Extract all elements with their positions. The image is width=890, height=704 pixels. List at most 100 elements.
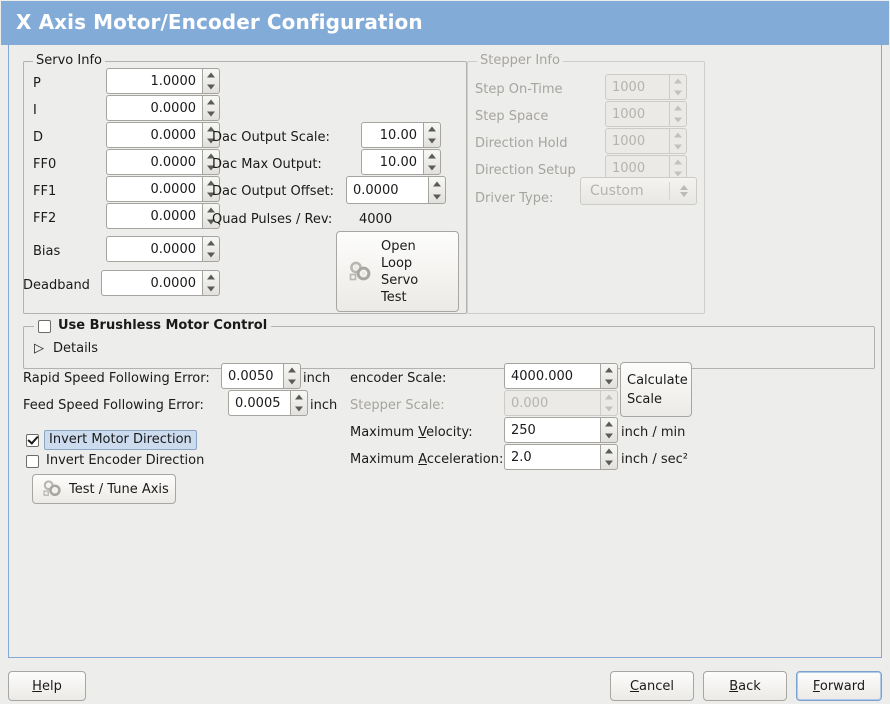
help-button[interactable]: Help	[8, 671, 86, 701]
spin-bias-stepper[interactable]	[202, 236, 220, 262]
spin-encoder-scale[interactable]: 4000.000	[504, 363, 618, 389]
spin-deadband[interactable]: 0.0000	[101, 270, 220, 296]
spin-encoder-scale-down[interactable]	[601, 376, 617, 388]
forward-label-post: orward	[819, 678, 866, 694]
open-loop-servo-test-button[interactable]: Open Loop Servo Test	[336, 231, 459, 312]
spin-maximum-velocity-value[interactable]: 250	[504, 417, 600, 443]
spin-d-stepper[interactable]	[202, 122, 220, 148]
spin-p-down[interactable]	[203, 81, 219, 93]
spin-i-value[interactable]: 0.0000	[106, 95, 202, 121]
details-expander[interactable]: Details	[34, 339, 98, 359]
invert-encoder-checkbox-box[interactable]	[26, 454, 39, 468]
spin-dac-output-offset-down[interactable]	[429, 190, 445, 203]
spin-ff1-stepper[interactable]	[202, 176, 220, 202]
spin-dac-max-output-stepper[interactable]	[423, 149, 441, 175]
forward-button[interactable]: Forward	[796, 671, 882, 701]
spin-max-accel-up[interactable]	[601, 445, 617, 457]
spin-rapid-up[interactable]	[284, 364, 300, 376]
spin-rapid-down[interactable]	[284, 376, 300, 388]
spin-dac-output-scale[interactable]: 10.00	[361, 122, 441, 148]
spin-ff1-value[interactable]: 0.0000	[106, 176, 202, 202]
spin-d[interactable]: 0.0000	[106, 122, 220, 148]
spin-dac-output-scale-up[interactable]	[424, 123, 440, 135]
spin-max-velocity-up[interactable]	[601, 418, 617, 430]
invert-encoder-checkbox-label: Invert Encoder Direction	[46, 453, 205, 468]
spin-maximum-velocity[interactable]: 250	[504, 417, 618, 443]
invert-motor-checkbox-box[interactable]	[26, 433, 39, 447]
spin-encoder-scale-value[interactable]: 4000.000	[504, 363, 600, 389]
spin-rapid-following-error-stepper[interactable]	[283, 363, 301, 389]
spin-d-value[interactable]: 0.0000	[106, 122, 202, 148]
spin-dac-output-scale-value[interactable]: 10.00	[361, 122, 423, 148]
invert-encoder-direction-checkbox[interactable]: Invert Encoder Direction	[26, 453, 204, 469]
title-bar: X Axis Motor/Encoder Configuration	[1, 1, 889, 45]
calculate-scale-button[interactable]: Calculate Scale	[620, 362, 692, 417]
spin-dac-max-output-value[interactable]: 10.00	[361, 149, 423, 175]
spin-rapid-following-error[interactable]: 0.0050	[221, 363, 301, 389]
spin-dac-output-scale-down[interactable]	[424, 135, 440, 147]
spin-ff1[interactable]: 0.0000	[106, 176, 220, 202]
spin-max-accel-down[interactable]	[601, 457, 617, 469]
spin-dac-max-output-up[interactable]	[424, 150, 440, 162]
spin-bias-down[interactable]	[203, 249, 219, 261]
spin-maximum-acceleration-value[interactable]: 2.0	[504, 444, 600, 470]
spin-direction-hold-stepper	[669, 128, 687, 154]
test-tune-axis-button[interactable]: Test / Tune Axis	[32, 474, 176, 504]
invert-motor-direction-checkbox[interactable]: Invert Motor Direction	[26, 430, 197, 450]
spin-i-down[interactable]	[203, 108, 219, 120]
spin-dac-max-output-down[interactable]	[424, 162, 440, 174]
spin-deadband-down[interactable]	[203, 283, 219, 295]
spin-ff2[interactable]: 0.0000	[106, 203, 220, 229]
spin-maximum-velocity-stepper[interactable]	[600, 417, 618, 443]
spin-bias[interactable]: 0.0000	[106, 236, 220, 262]
spin-dac-output-offset-up[interactable]	[429, 177, 445, 190]
spin-stepper-scale-stepper	[600, 390, 618, 416]
spin-dac-max-output[interactable]: 10.00	[361, 149, 441, 175]
spin-ff0-value[interactable]: 0.0000	[106, 149, 202, 175]
spin-p-value[interactable]: 1.0000	[106, 68, 202, 94]
spin-encoder-scale-stepper[interactable]	[600, 363, 618, 389]
spin-ff2-value[interactable]: 0.0000	[106, 203, 202, 229]
spin-dac-output-scale-stepper[interactable]	[423, 122, 441, 148]
content-panel: Servo Info P 1.0000 I 0.0000 D 0.0000 FF…	[8, 45, 882, 658]
label-p: P	[33, 76, 41, 91]
spin-bias-value[interactable]: 0.0000	[106, 236, 202, 262]
spin-bias-up[interactable]	[203, 237, 219, 249]
spin-dac-output-offset[interactable]: 0.0000	[346, 176, 446, 204]
brushless-checkbox-box[interactable]	[38, 319, 51, 333]
spin-deadband-stepper[interactable]	[202, 270, 220, 296]
spin-dac-output-offset-value[interactable]: 0.0000	[346, 176, 428, 204]
spin-feed-up[interactable]	[291, 391, 307, 403]
spin-feed-following-error-stepper[interactable]	[290, 390, 308, 416]
chevron-right-icon[interactable]	[34, 339, 44, 359]
spin-p[interactable]: 1.0000	[106, 68, 220, 94]
label-dac-output-scale: Dac Output Scale:	[212, 130, 330, 145]
open-loop-line-4: Test	[381, 289, 407, 305]
spin-dac-output-offset-stepper[interactable]	[428, 176, 446, 204]
spin-feed-following-error[interactable]: 0.0005	[228, 390, 308, 416]
spin-ff0-stepper[interactable]	[202, 149, 220, 175]
spin-maximum-acceleration[interactable]: 2.0	[504, 444, 618, 470]
spin-i-stepper[interactable]	[202, 95, 220, 121]
use-brushless-motor-control-checkbox[interactable]: Use Brushless Motor Control	[34, 318, 272, 334]
spin-rapid-following-error-value[interactable]: 0.0050	[221, 363, 283, 389]
spin-p-up[interactable]	[203, 69, 219, 81]
back-button[interactable]: Back	[703, 671, 787, 701]
spin-ff2-stepper[interactable]	[202, 203, 220, 229]
label-ff0: FF0	[33, 157, 57, 172]
spin-i-up[interactable]	[203, 96, 219, 108]
driver-type-combobox: Custom	[580, 177, 697, 205]
max-accel-label-pre: Maximum	[350, 452, 419, 467]
spin-deadband-value[interactable]: 0.0000	[101, 270, 202, 296]
spin-ff0[interactable]: 0.0000	[106, 149, 220, 175]
spin-direction-hold-up	[670, 129, 686, 141]
spin-maximum-acceleration-stepper[interactable]	[600, 444, 618, 470]
spin-i[interactable]: 0.0000	[106, 95, 220, 121]
spin-deadband-up[interactable]	[203, 271, 219, 283]
spin-p-stepper[interactable]	[202, 68, 220, 94]
spin-feed-following-error-value[interactable]: 0.0005	[228, 390, 290, 416]
spin-encoder-scale-up[interactable]	[601, 364, 617, 376]
cancel-button[interactable]: Cancel	[610, 671, 694, 701]
spin-max-velocity-down[interactable]	[601, 430, 617, 442]
spin-feed-down[interactable]	[291, 403, 307, 415]
